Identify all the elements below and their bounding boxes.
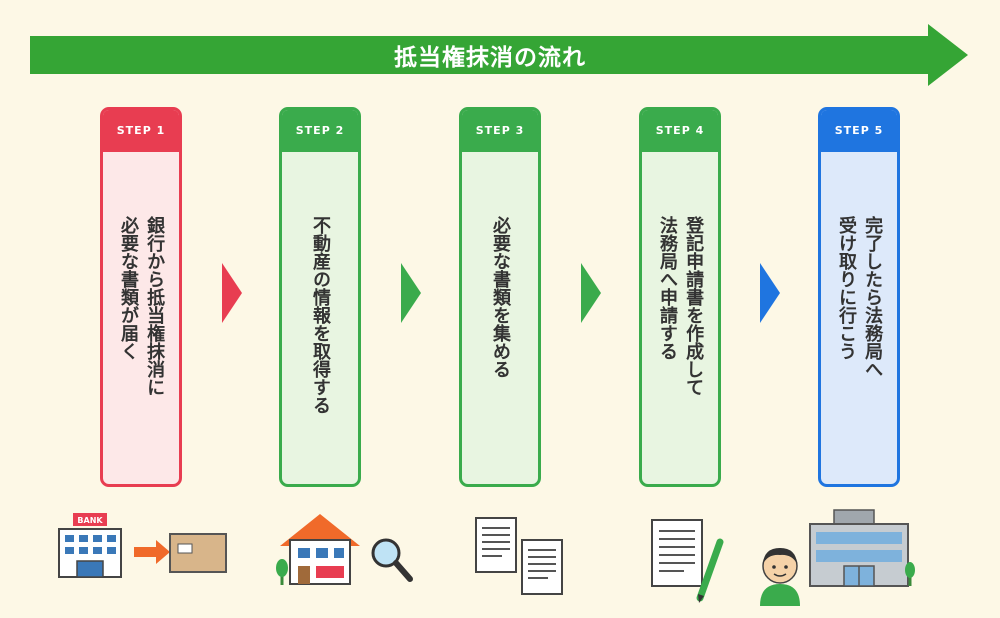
step-text: 必要な書類を集める bbox=[487, 216, 513, 378]
bank-sign-text: BANK bbox=[77, 516, 103, 525]
step-card-5: STEP 5 完了したら法務局へ 受け取りに行こう bbox=[818, 107, 900, 487]
step-body: 登記申請書を作成して 法務局へ申請する bbox=[642, 150, 718, 484]
person-icon bbox=[760, 548, 800, 606]
step-arrow-3 bbox=[581, 263, 601, 323]
bank-building-icon: BANK bbox=[58, 513, 122, 578]
step-text: 不動産の情報を取得する bbox=[307, 216, 333, 414]
step-label: STEP 4 bbox=[642, 110, 718, 150]
step-card-1: STEP 1 銀行から抵当権抹消に 必要な書類が届く bbox=[100, 107, 182, 487]
step-body: 不動産の情報を取得する bbox=[282, 150, 358, 484]
flow-banner-arrow bbox=[30, 24, 968, 86]
document-pen-icon bbox=[651, 519, 724, 603]
step-label: STEP 1 bbox=[103, 110, 179, 150]
step-card-3: STEP 3 必要な書類を集める bbox=[459, 107, 541, 487]
step-text-line: 受け取りに行こう bbox=[836, 216, 857, 360]
step-text-line: 登記申請書を作成して bbox=[683, 216, 705, 396]
envelope-icon bbox=[169, 533, 227, 573]
banner-title: 抵当権抹消の流れ bbox=[394, 45, 586, 71]
step-text-line: 必要な書類が届く bbox=[118, 216, 139, 360]
house-icon bbox=[276, 514, 360, 585]
step-label: STEP 3 bbox=[462, 110, 538, 150]
step-text-line: 法務局へ申請する bbox=[657, 216, 678, 360]
office-building-icon bbox=[809, 509, 915, 587]
step-label: STEP 5 bbox=[821, 110, 897, 150]
step-text: 完了したら法務局へ 受け取りに行こう bbox=[833, 216, 885, 378]
step-arrow-2 bbox=[401, 263, 421, 323]
step-text-line: 完了したら法務局へ bbox=[862, 216, 884, 378]
step-label: STEP 2 bbox=[282, 110, 358, 150]
step-text-line: 銀行から抵当権抹消に bbox=[144, 216, 166, 396]
magnifier-icon bbox=[371, 538, 413, 582]
step-body: 銀行から抵当権抹消に 必要な書類が届く bbox=[103, 150, 179, 484]
step-arrow-1 bbox=[222, 263, 242, 323]
step-body: 必要な書類を集める bbox=[462, 150, 538, 484]
step-card-2: STEP 2 不動産の情報を取得する bbox=[279, 107, 361, 487]
step-card-4: STEP 4 登記申請書を作成して 法務局へ申請する bbox=[639, 107, 721, 487]
step-text-line: 必要な書類を集める bbox=[490, 216, 512, 378]
step-text: 銀行から抵当権抹消に 必要な書類が届く bbox=[115, 216, 167, 396]
step-arrow-4 bbox=[760, 263, 780, 323]
step-body: 完了したら法務局へ 受け取りに行こう bbox=[821, 150, 897, 484]
step-text: 登記申請書を作成して 法務局へ申請する bbox=[654, 216, 706, 396]
step-text-line: 不動産の情報を取得する bbox=[310, 216, 332, 414]
transfer-arrow-icon bbox=[134, 540, 170, 564]
documents-icon bbox=[475, 517, 563, 595]
